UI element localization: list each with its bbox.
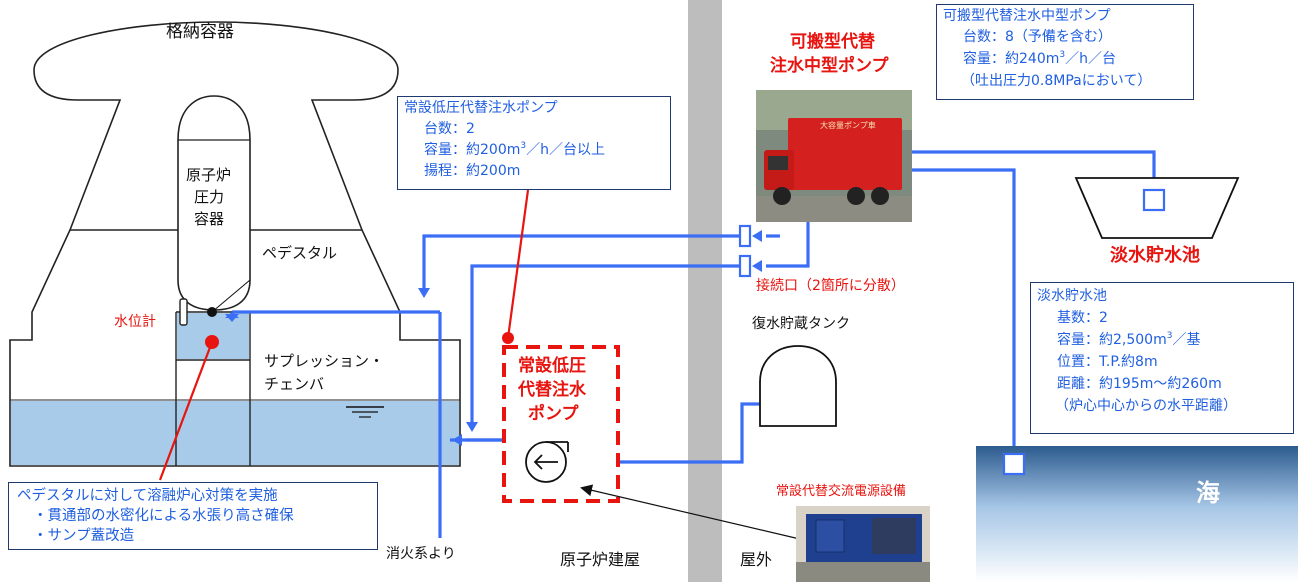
fire-system-label: 消火系より bbox=[386, 546, 456, 562]
fixed-pump-label-3: ポンプ bbox=[528, 404, 579, 424]
building-label: 原子炉建屋 bbox=[560, 550, 641, 569]
water-gauge-label: 水位計 bbox=[114, 314, 156, 330]
fixed-pump-label-2: 代替注水 bbox=[518, 380, 586, 400]
outdoor-label: 屋外 bbox=[740, 550, 773, 569]
reservoir-spec-title: 淡水貯水池 bbox=[1037, 288, 1107, 304]
reservoir-spec-note: （炉心中心からの水平距離） bbox=[1055, 398, 1237, 414]
mobile-pump-spec-count: 台数：8（予備を含む） bbox=[963, 29, 1112, 45]
reservoir-label: 淡水貯水池 bbox=[1110, 245, 1200, 266]
suppression-label-1: サプレッション・ bbox=[264, 352, 385, 370]
connection-label: 接続口（2箇所に分散） bbox=[756, 278, 905, 294]
mobile-pump-label-1: 可搬型代替 bbox=[790, 32, 875, 52]
rpv-label-2: 圧力 bbox=[194, 188, 225, 206]
reservoir-spec-position: 位置：T.P.約8m bbox=[1057, 354, 1158, 370]
injection-piping bbox=[232, 150, 1156, 538]
fixed-pump-capacity-sup: 3 bbox=[520, 141, 527, 151]
measures-item-1: ・貫通部の水密化による水張り高さ確保 bbox=[33, 508, 294, 524]
mobile-pump-capacity-post: ／h／台 bbox=[1065, 51, 1116, 67]
svg-text:大容量ポンプ車: 大容量ポンプ車 bbox=[820, 120, 876, 130]
mobile-pump-capacity-pre: 容量：約240m bbox=[963, 51, 1060, 67]
reservoir-spec-box: 淡水貯水池 基数：2 容量：約2,500m3／基 位置：T.P.約8m 距離：約… bbox=[1030, 282, 1294, 434]
fixed-pump-spec-capacity: 容量：約200m3／h／台以上 bbox=[424, 142, 605, 160]
rpv-label-1: 原子炉 bbox=[186, 166, 232, 184]
suppression-pool-water bbox=[11, 401, 459, 465]
measures-title: ペデスタルに対して溶融炉心対策を実施 bbox=[17, 488, 278, 504]
measures-item-2: ・サンプ蓋改造 bbox=[33, 528, 135, 544]
reservoir-capacity-post: ／基 bbox=[1172, 332, 1201, 348]
mobile-pump-label-2: 注水中型ポンプ bbox=[770, 56, 889, 76]
ac-power-label: 常設代替交流電源設備 bbox=[776, 484, 907, 499]
suppression-label-2: チェンバ bbox=[264, 375, 325, 393]
measures-box: ペデスタルに対して溶融炉心対策を実施 ・貫通部の水密化による水張り高さ確保 ・サ… bbox=[8, 482, 378, 550]
mobile-pump-truck-photo: 大容量ポンプ車 bbox=[756, 90, 912, 222]
condensate-storage-tank bbox=[759, 345, 837, 427]
sea-label: 海 bbox=[1196, 479, 1220, 507]
reservoir-intake bbox=[1142, 188, 1166, 212]
water-level-gauge bbox=[179, 298, 188, 326]
fixed-pump-spec-title: 常設低圧代替注水ポンプ bbox=[404, 100, 558, 116]
containment-title: 格納容器 bbox=[166, 22, 234, 42]
fixed-pump-spec-head: 揚程：約200m bbox=[424, 163, 521, 179]
reservoir-capacity-sup: 3 bbox=[1166, 331, 1173, 341]
building-wall bbox=[688, 0, 722, 582]
sea bbox=[976, 446, 1298, 582]
connection-port-lower bbox=[738, 254, 752, 278]
sea-intake bbox=[1002, 452, 1026, 476]
fixed-pump-capacity-pre: 容量：約200m bbox=[424, 142, 521, 158]
fixed-pump-label-1: 常設低圧 bbox=[518, 356, 586, 376]
reservoir-spec-distance: 距離：約195m～約260m bbox=[1057, 376, 1222, 392]
connection-port-upper bbox=[738, 224, 752, 248]
cst-label: 復水貯蔵タンク bbox=[752, 316, 850, 332]
ac-power-unit-photo bbox=[796, 506, 930, 582]
mobile-pump-spec-capacity: 容量：約240m3／h／台 bbox=[963, 51, 1116, 69]
reservoir-capacity-pre: 容量：約2,500m bbox=[1057, 332, 1167, 348]
mobile-pump-spec-box: 可搬型代替注水中型ポンプ 台数：8（予備を含む） 容量：約240m3／h／台 （… bbox=[936, 4, 1194, 100]
fixed-pump-capacity-post: ／h／台以上 bbox=[526, 142, 605, 158]
fixed-pump-spec-count: 台数：2 bbox=[424, 121, 475, 137]
reservoir-spec-capacity: 容量：約2,500m3／基 bbox=[1057, 332, 1200, 350]
rpv-label-3: 容器 bbox=[194, 210, 225, 228]
pedestal-label: ペデスタル bbox=[262, 244, 338, 262]
mobile-pump-spec-title: 可搬型代替注水中型ポンプ bbox=[943, 8, 1111, 24]
mobile-pump-spec-note: （吐出圧力0.8MPaにおいて） bbox=[961, 73, 1152, 89]
fixed-pump-spec-box: 常設低圧代替注水ポンプ 台数：2 容量：約200m3／h／台以上 揚程：約200… bbox=[397, 96, 671, 190]
reservoir-spec-count: 基数：2 bbox=[1057, 310, 1108, 326]
mobile-pump-capacity-sup: 3 bbox=[1059, 50, 1066, 60]
